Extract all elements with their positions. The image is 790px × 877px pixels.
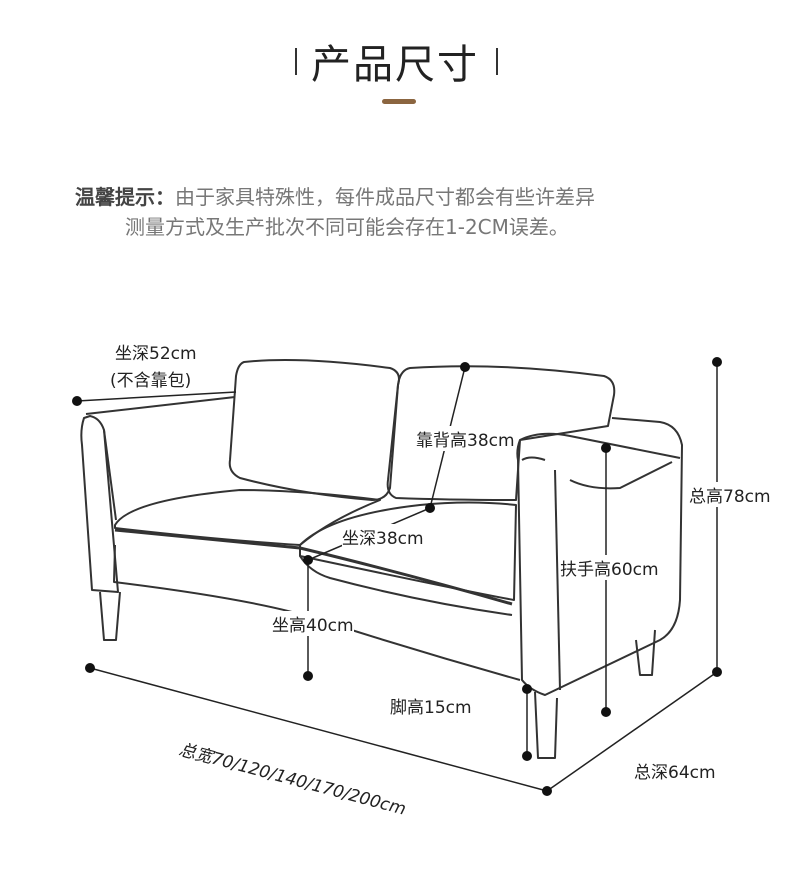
notice-line-1: 温馨提示：由于家具特殊性，每件成品尺寸都会有些许差异 bbox=[75, 181, 595, 210]
seat-depth-total-line bbox=[76, 391, 237, 402]
dimension-dots bbox=[72, 357, 722, 796]
seat-height-label: 坐高40cm bbox=[272, 611, 354, 636]
total-depth-line bbox=[546, 671, 718, 792]
notice-label: 温馨提示： bbox=[75, 185, 175, 209]
title-divider-left bbox=[295, 48, 297, 75]
title-divider-right bbox=[496, 48, 498, 75]
seat-depth-total-label: 坐深52cm bbox=[115, 344, 197, 364]
back-height-label: 靠背高38cm bbox=[416, 426, 515, 451]
page-title: 产品尺寸 bbox=[311, 42, 479, 88]
total-depth-label: 总深64cm bbox=[634, 763, 716, 783]
total-width-line bbox=[89, 667, 548, 792]
notice-text-2: 测量方式及生产批次不同可能会存在1-2CM误差。 bbox=[125, 215, 569, 239]
seat-depth-label: 坐深38cm bbox=[342, 524, 424, 549]
title-accent-bar bbox=[382, 99, 416, 104]
seat-depth-note: (不含靠包) bbox=[110, 371, 192, 391]
notice-text-1: 由于家具特殊性，每件成品尺寸都会有些许差异 bbox=[175, 185, 595, 209]
leg-height-label: 脚高15cm bbox=[390, 698, 472, 718]
total-height-label: 总高78cm bbox=[689, 482, 771, 507]
sofa-outline bbox=[80, 359, 683, 759]
arm-height-label: 扶手高60cm bbox=[560, 555, 659, 580]
